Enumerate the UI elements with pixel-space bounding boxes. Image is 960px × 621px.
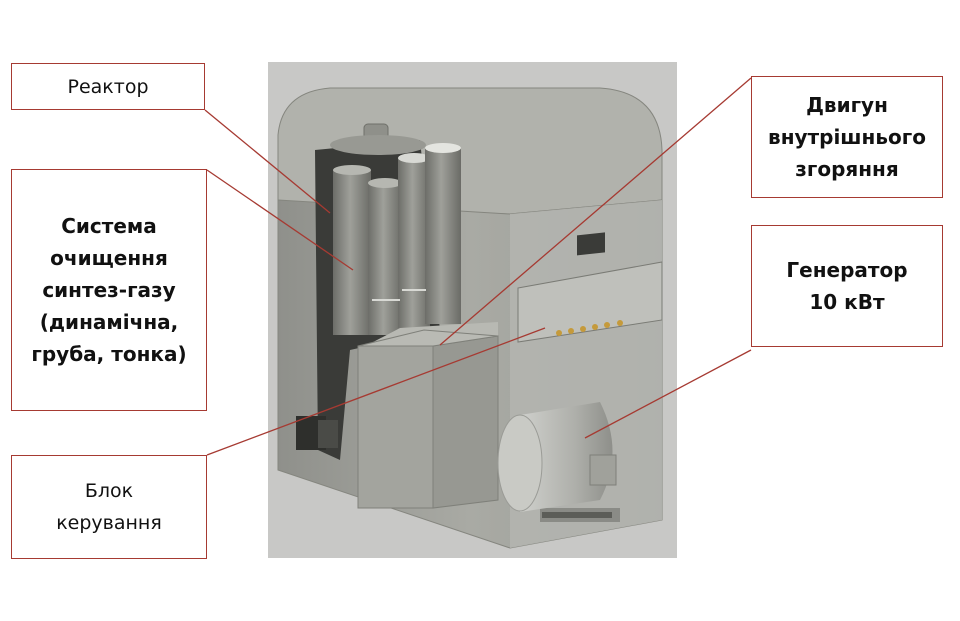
label-engine-text: Двигун внутрішнього згоряння bbox=[768, 93, 926, 181]
control-unit bbox=[296, 416, 338, 450]
generator bbox=[497, 402, 620, 522]
engine-block bbox=[357, 322, 499, 509]
label-purification-system: Система очищення синтез-газу (динамічна,… bbox=[11, 169, 207, 411]
label-engine: Двигун внутрішнього згоряння bbox=[751, 76, 943, 198]
control-panel bbox=[517, 232, 663, 343]
label-purification-text: Система очищення синтез-газу (динамічна,… bbox=[31, 214, 187, 366]
callout-line-engine bbox=[439, 77, 752, 346]
callout-line-reactor bbox=[204, 109, 331, 214]
reactor-top bbox=[330, 135, 426, 155]
label-reactor: Реактор bbox=[11, 63, 205, 110]
callout-line-purification bbox=[206, 169, 354, 271]
label-generator: Генератор 10 кВт bbox=[751, 225, 943, 347]
label-control-unit: Блок керування bbox=[11, 455, 207, 559]
purification-cylinders bbox=[333, 143, 461, 335]
label-generator-text: Генератор 10 кВт bbox=[786, 258, 908, 314]
callout-line-control bbox=[206, 327, 546, 456]
label-reactor-text: Реактор bbox=[67, 75, 149, 98]
label-control-text: Блок керування bbox=[56, 479, 162, 534]
callout-lines bbox=[204, 77, 752, 456]
callout-line-generator bbox=[584, 349, 752, 439]
